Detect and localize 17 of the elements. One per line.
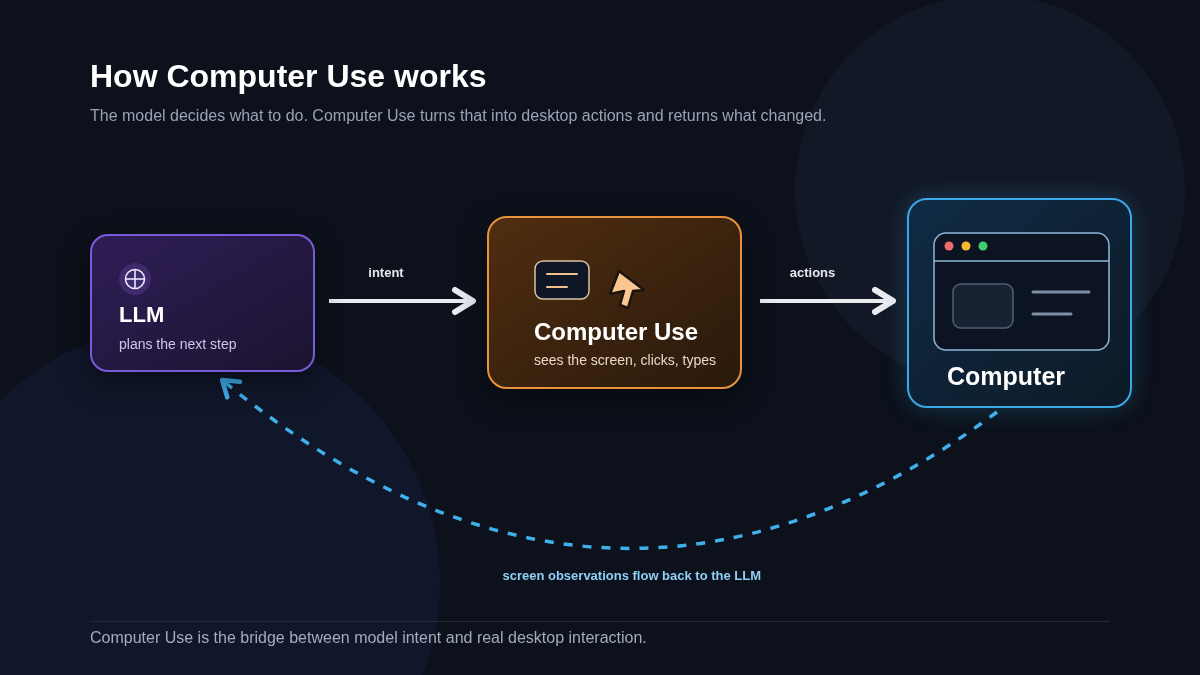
page-title: How Computer Use works [90,57,487,95]
node-title: Computer Use [534,317,699,347]
rounded-card [907,198,1132,408]
node-title: LLM [119,302,165,328]
edge-label: intent [368,264,404,282]
edge-label: actions [789,263,836,282]
arrow [760,286,896,315]
node-title: Computer [947,361,1066,391]
dashed-arrow [219,377,998,550]
node-description: plans the next step [119,335,237,354]
subtitle: The model decides what to do. Computer Use turns that into desktop actions and returns what changed. [90,106,827,126]
rounded-card [90,234,315,372]
arrow [329,286,476,315]
footer-note: Computer Use is the bridge between model intent and real desktop interaction. [90,628,647,648]
edge-label: screen observations flow back to the LLM [502,567,762,585]
node-description: sees the screen, clicks, types [534,351,717,370]
rounded-card [487,216,742,389]
